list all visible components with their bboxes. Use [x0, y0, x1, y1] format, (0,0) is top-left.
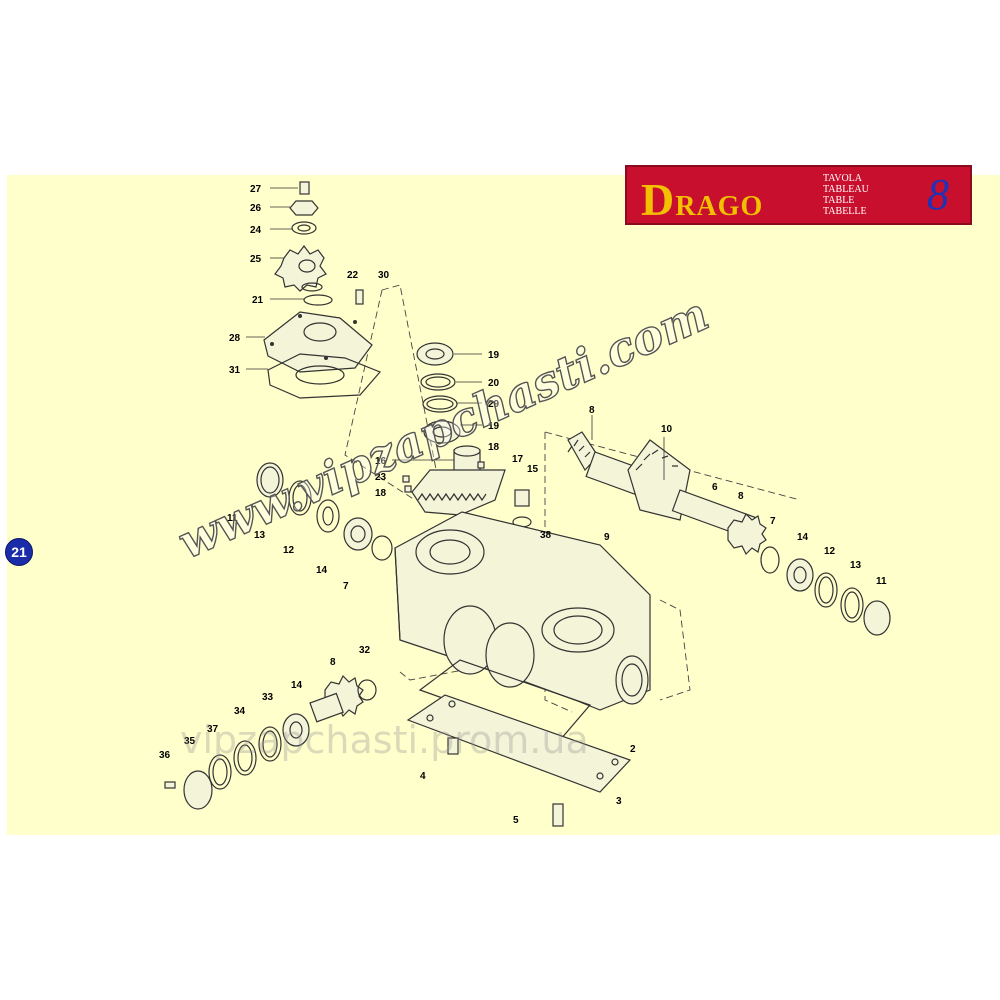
- label-english: TABLE: [823, 195, 855, 206]
- lower-shaft-assembly: [164, 674, 377, 810]
- callout-label: 18: [375, 488, 387, 499]
- callout-label: 17: [512, 454, 524, 465]
- callout-label: 12: [283, 545, 295, 556]
- callout-label: 8: [330, 657, 336, 668]
- cover-plate: [263, 311, 382, 399]
- callout-label: 30: [378, 270, 390, 281]
- callout-label: 7: [343, 581, 349, 592]
- base-plate: [406, 659, 632, 827]
- callout-label: 9: [604, 532, 610, 543]
- callout-label: 24: [250, 225, 262, 236]
- callout-label: 28: [229, 333, 241, 344]
- callout-label: 32: [359, 645, 371, 656]
- callout-label: 11: [876, 576, 887, 587]
- assembly-guide: [659, 599, 691, 701]
- top-fastener-stack: [274, 181, 364, 306]
- table-number: 8: [927, 170, 949, 219]
- callout-label: 8: [738, 491, 744, 502]
- callout-label: 29: [488, 399, 500, 410]
- watermark-horizontal: vipzapchasti.prom.ua: [180, 718, 589, 762]
- brand-initial: D: [641, 174, 676, 225]
- callout-label: 13: [254, 530, 266, 541]
- callout-label: 4: [420, 771, 426, 782]
- brand-rest: RAGO: [675, 191, 764, 222]
- callout-label: 37: [207, 724, 219, 735]
- callout-label: 23: [375, 472, 387, 483]
- callout-label: 18: [488, 442, 500, 453]
- callout-label: 13: [850, 560, 862, 571]
- callout-label: 19: [488, 421, 500, 432]
- vertical-bevel-gear: [402, 445, 506, 516]
- callout-label: 22: [347, 270, 359, 281]
- callout-label: 15: [527, 464, 539, 475]
- part-callouts: 27 26 24 25 22 30 21 28 31 19 20 29 19 1…: [159, 184, 887, 826]
- callout-label: 7: [770, 516, 776, 527]
- callout-label: 34: [234, 706, 246, 717]
- callout-label: 35: [184, 736, 196, 747]
- callout-label: 14: [316, 565, 328, 576]
- callout-label: 21: [252, 295, 264, 306]
- callout-label: 19: [488, 350, 500, 361]
- callout-label: 14: [291, 680, 303, 691]
- callout-label: 10: [661, 424, 673, 435]
- label-german: TABELLE: [823, 206, 867, 217]
- callout-label: 5: [513, 815, 519, 826]
- callout-label: 3: [616, 796, 622, 807]
- callout-label: 12: [824, 546, 836, 557]
- assembly-guide: [381, 284, 443, 501]
- callout-label: 31: [229, 365, 241, 376]
- callout-label: 36: [159, 750, 171, 761]
- page-number-badge: 21: [5, 538, 33, 566]
- vertical-bearing-stack: [416, 342, 461, 444]
- callout-label: 20: [488, 378, 500, 389]
- callout-label: 14: [797, 532, 809, 543]
- callout-label: 38: [540, 530, 552, 541]
- callout-label: 2: [630, 744, 636, 755]
- drago-table-banner: DRAGO TAVOLA TABLEAU TABLE TABELLE 8: [625, 165, 972, 225]
- left-seal-set: [256, 462, 393, 561]
- horizontal-shaft-assembly: [567, 431, 891, 636]
- label-italian: TAVOLA: [823, 173, 863, 184]
- leader-lines: [246, 187, 665, 480]
- table-label-languages: TAVOLA TABLEAU TABLE TABELLE: [823, 173, 869, 217]
- callout-label: 6: [712, 482, 718, 493]
- callout-label: 33: [262, 692, 274, 703]
- gearbox-housing: [394, 511, 651, 711]
- callout-label: 16: [375, 456, 387, 467]
- brand-logo: DRAGO: [641, 173, 763, 226]
- callout-label: 26: [250, 203, 262, 214]
- label-french: TABLEAU: [823, 184, 869, 195]
- callout-label: 27: [250, 184, 262, 195]
- callout-label: 11: [227, 513, 238, 524]
- assembly-guide: [544, 432, 573, 713]
- callout-label: 8: [589, 405, 595, 416]
- callout-label: 25: [250, 254, 262, 265]
